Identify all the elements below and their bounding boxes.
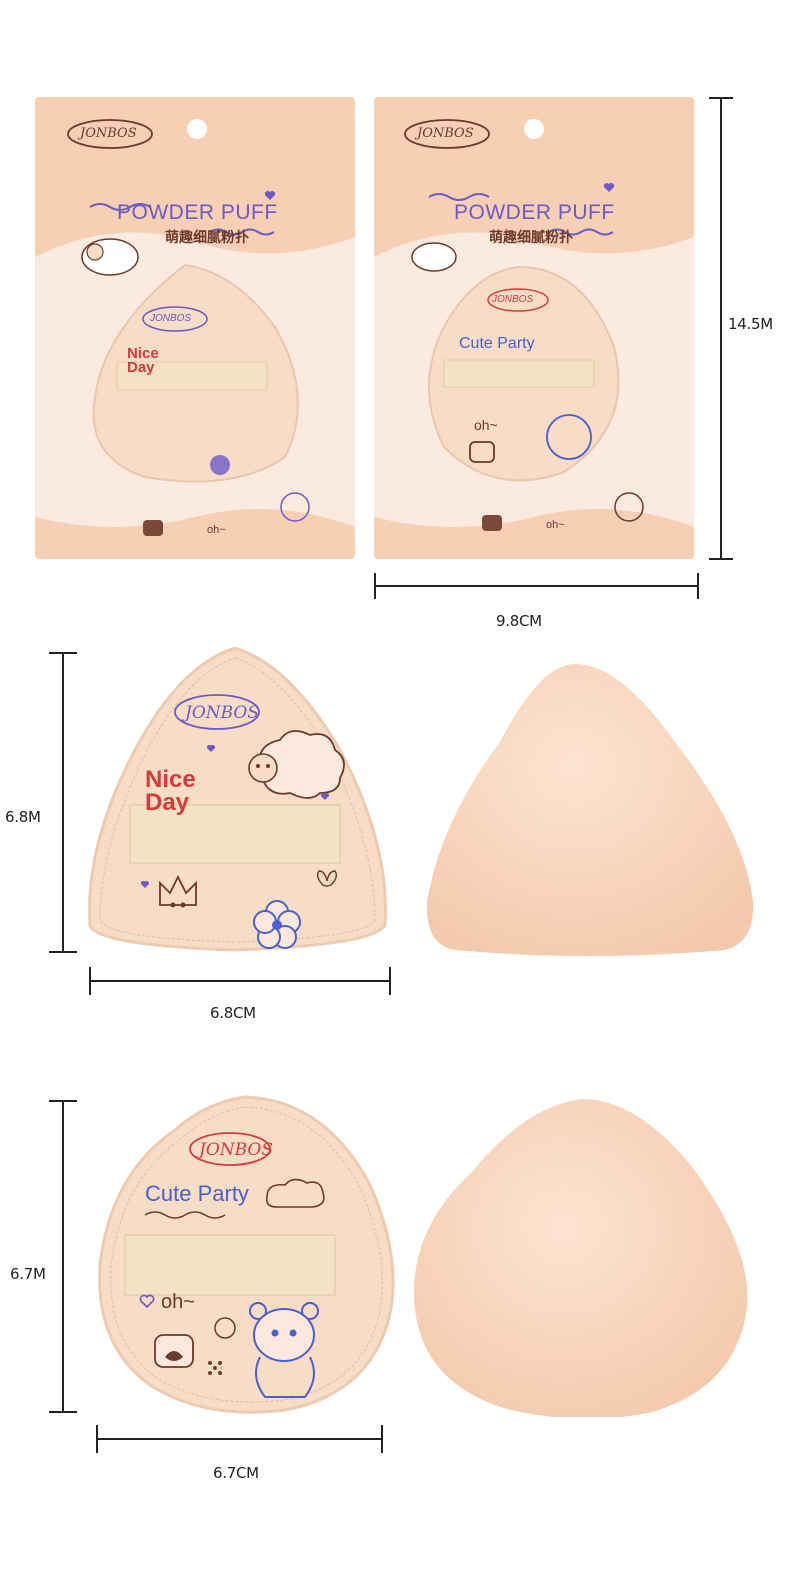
puff-brand-logo: JONBOS: [492, 294, 534, 305]
puff-text: Nice Day: [145, 766, 196, 816]
pack-height-line: [720, 97, 722, 559]
puff-text: Cute Party: [459, 335, 535, 352]
puff2-width-label: 6.7CM: [213, 1464, 259, 1482]
puff1-height-cap-bottom: [49, 951, 77, 953]
pack-width-cap-left: [374, 573, 376, 599]
puff-cute-party-graphic: [98, 1095, 395, 1414]
pack-height-cap-bottom: [709, 558, 733, 560]
package-cute-party: JONBOS POWDER PUFF 萌趣细腻粉扑 JONBOS Cute Pa…: [374, 97, 694, 559]
puff1-width-cap-right: [389, 967, 391, 995]
package-brand-logo: JONBOS: [417, 126, 474, 141]
package-footer-text: oh~: [546, 519, 565, 531]
sponge-teardrop: [412, 1097, 750, 1419]
package-brand-logo: JONBOS: [80, 126, 137, 141]
pack-width-cap-right: [697, 573, 699, 599]
puff2-height-line: [62, 1100, 64, 1412]
pack-height-label: 14.5M: [728, 315, 773, 333]
puff1-height-label: 6.8M: [5, 808, 41, 826]
puff2-width-cap-left: [96, 1425, 98, 1453]
puff-text-secondary: oh~: [161, 1291, 195, 1313]
package-nice-day: JONBOS POWDER PUFF 萌趣细腻粉扑 JONBOS Nice Da…: [35, 97, 355, 559]
puff2-width-cap-right: [381, 1425, 383, 1453]
package-subtitle-cn: 萌趣细腻粉扑: [489, 230, 573, 246]
package-graphic: [35, 119, 355, 536]
puff2-height-cap-bottom: [49, 1411, 77, 1413]
sponge-triangle-graphic: [426, 664, 754, 956]
package-subtitle-cn: 萌趣细腻粉扑: [165, 230, 249, 246]
puff-nice-day-graphic: [88, 646, 387, 952]
sponge-triangle: [425, 662, 755, 957]
puff-brand-logo: JONBOS: [150, 313, 192, 324]
package-title: POWDER PUFF: [454, 201, 615, 224]
puff2-height-cap-top: [49, 1100, 77, 1102]
puff1-height-cap-top: [49, 652, 77, 654]
puff2-width-line: [96, 1438, 382, 1440]
pack-width-label: 9.8CM: [496, 612, 542, 630]
puff1-height-line: [62, 652, 64, 952]
puff-cute-party: JONBOS Cute Party oh~: [95, 1095, 400, 1415]
puff1-width-line: [89, 980, 390, 982]
puff-text: Cute Party: [145, 1181, 249, 1206]
puff-text-secondary: oh~: [474, 417, 498, 433]
puff-nice-day: JONBOS Nice Day: [85, 640, 395, 960]
puff-brand-logo: JONBOS: [199, 1140, 274, 1160]
package-title: POWDER PUFF: [117, 201, 278, 224]
puff2-height-label: 6.7M: [10, 1265, 46, 1283]
pack-width-line: [374, 585, 698, 587]
package-footer-text: oh~: [207, 524, 226, 536]
sponge-teardrop-graphic: [413, 1099, 748, 1419]
pack-height-cap-top: [709, 97, 733, 99]
package-graphic: [374, 119, 694, 531]
puff1-width-cap-left: [89, 967, 91, 995]
puff-brand-logo: JONBOS: [185, 703, 260, 723]
puff-text: Nice Day: [127, 345, 159, 376]
puff1-width-label: 6.8CM: [210, 1004, 256, 1022]
